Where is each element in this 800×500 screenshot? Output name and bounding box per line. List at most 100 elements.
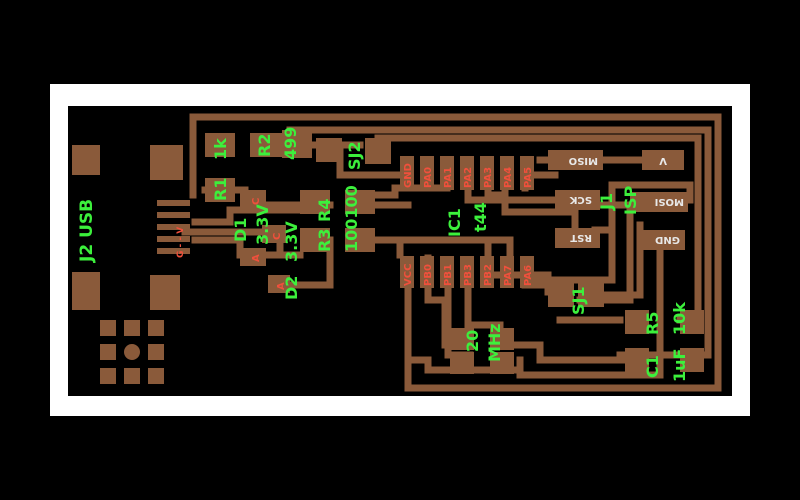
- isp-mosi-label: MOSI: [655, 196, 684, 207]
- ic-pin-bottom-3: [440, 256, 454, 288]
- usb-pad-right-top: [150, 145, 183, 180]
- r5-value-label: 10k: [670, 302, 689, 335]
- r34-value-label: 100100: [342, 185, 361, 252]
- crystal-pad-1: [450, 328, 474, 350]
- hole-pad: [100, 320, 116, 336]
- r5-label: R5: [643, 312, 662, 335]
- c1-value-label: 1uF: [670, 349, 689, 382]
- sj1-pad-left: [548, 283, 574, 307]
- r1-pad: [205, 178, 235, 202]
- isp-pad-rst: [555, 228, 600, 248]
- isp-gnd-label: GND: [655, 234, 680, 245]
- usb-pin-2: [157, 212, 190, 218]
- usb-pad-right-bottom: [150, 275, 180, 310]
- d1-label: D1: [231, 218, 250, 242]
- ic-pin-label: PA6: [523, 265, 534, 286]
- usb-pad-left-top: [72, 145, 100, 175]
- ic-pin-label: VCC: [403, 264, 414, 286]
- d1-a-mark: A: [251, 254, 262, 262]
- ic-pin-top-1: [400, 156, 414, 190]
- isp-pad-v: [642, 150, 684, 170]
- ic-pin-top-7: [520, 156, 534, 190]
- hole-pad: [100, 368, 116, 384]
- ic-pin-label: PA7: [503, 265, 514, 286]
- ic-pin-top-6: [500, 156, 514, 190]
- d2-label: D2: [282, 276, 301, 300]
- pad-marks: G - - V C A C A: [176, 198, 287, 290]
- r2-label: R2: [255, 134, 274, 157]
- ic-pin-top-2: [420, 156, 434, 190]
- d2-pad-c: [262, 225, 286, 243]
- d1-c-mark: C: [251, 198, 262, 205]
- ic-pin-label: PB1: [443, 264, 454, 286]
- isp-sck-label: SCK: [568, 194, 592, 205]
- ic-pin-label: PB0: [423, 264, 434, 286]
- isp-rst-label: RST: [570, 232, 592, 243]
- r499-pad: [282, 130, 312, 158]
- ic-pin-top-4: [460, 156, 474, 190]
- ic-pin-bottom-4: [460, 256, 474, 288]
- d1-pad-a: [240, 248, 266, 266]
- usb-pin-5: [157, 248, 190, 254]
- ic-pin-label: PB3: [463, 264, 474, 286]
- hole-pad: [124, 368, 140, 384]
- ic-pin-bottom-7: [520, 256, 534, 288]
- hole-pad: [148, 320, 164, 336]
- isp-pad-gnd: [640, 230, 685, 250]
- isp-miso-label: MISO: [569, 155, 598, 166]
- isp-pad-sck: [555, 190, 600, 210]
- ic1-label: IC1: [445, 208, 464, 237]
- ic-pin-label: PA2: [463, 167, 474, 188]
- r5-pad-left: [625, 310, 649, 334]
- ic-pin-top-3: [440, 156, 454, 190]
- r3-pad: [300, 228, 330, 252]
- sj1-pad-right: [578, 283, 604, 307]
- sj2-pad-left: [316, 138, 342, 162]
- crystal-pad-3: [450, 352, 474, 374]
- r1-label: R1: [211, 178, 230, 201]
- ic-pin-bottom-5: [480, 256, 494, 288]
- r4-pad: [300, 190, 330, 214]
- usb-pin-3: [157, 224, 190, 230]
- usb-pad-left-bottom: [72, 272, 100, 310]
- d2-c-mark: C: [272, 233, 283, 240]
- ic-pin-label: PB2: [483, 264, 494, 286]
- r2-value-label: 499: [281, 127, 300, 160]
- ic-pin-label: PA1: [443, 167, 454, 188]
- usb-pin-1: [157, 200, 190, 206]
- sj2-label: SJ2: [345, 141, 364, 170]
- d2-pad-a: [268, 275, 290, 293]
- hole-pad: [100, 344, 116, 360]
- c1-pad-right: [680, 348, 704, 372]
- hole-pad: [124, 344, 140, 360]
- sj2-pad-right: [365, 138, 391, 164]
- hole-pad: [148, 368, 164, 384]
- d2-value-label: 3.3V: [282, 221, 301, 262]
- hole-pad: [148, 344, 164, 360]
- r5-pad-right: [680, 310, 704, 334]
- silkscreen-labels: J2 USB 1k R1 R2 499 SJ2 D1 3.3V D2 3.3V …: [77, 127, 689, 382]
- j1-label: J1: [597, 193, 616, 211]
- ic-pin-label: PA5: [523, 167, 534, 188]
- ic-pin-bottom-2: [420, 256, 434, 288]
- ic-pin-labels-top: GND PA0 PA1 PA2 PA3 PA4 PA5: [403, 163, 534, 188]
- r3-pad-right: [345, 228, 375, 252]
- r3-label: R3: [315, 229, 334, 252]
- ic-pin-label: GND: [403, 163, 414, 188]
- ic1-value-label: t44: [471, 202, 490, 232]
- crystal-value-label: 20: [463, 330, 482, 352]
- isp-label: ISP: [621, 186, 640, 215]
- r1k-pad: [205, 133, 235, 157]
- ic-pin-label: PA3: [483, 167, 494, 188]
- d1-pad: [240, 190, 266, 210]
- isp-pad-labels: MISO V SCK MOSI RST GND: [568, 155, 684, 245]
- isp-v-label: V: [659, 155, 667, 166]
- r1k-value-label: 1k: [211, 138, 230, 160]
- isp-pad-miso: [548, 150, 603, 170]
- d2-a-mark: A: [276, 282, 287, 290]
- usb-pins-label: G - - V: [176, 227, 186, 258]
- usb-pin-4: [157, 236, 190, 242]
- j2-usb-label: J2 USB: [77, 199, 97, 263]
- sj1-label: SJ1: [569, 286, 588, 315]
